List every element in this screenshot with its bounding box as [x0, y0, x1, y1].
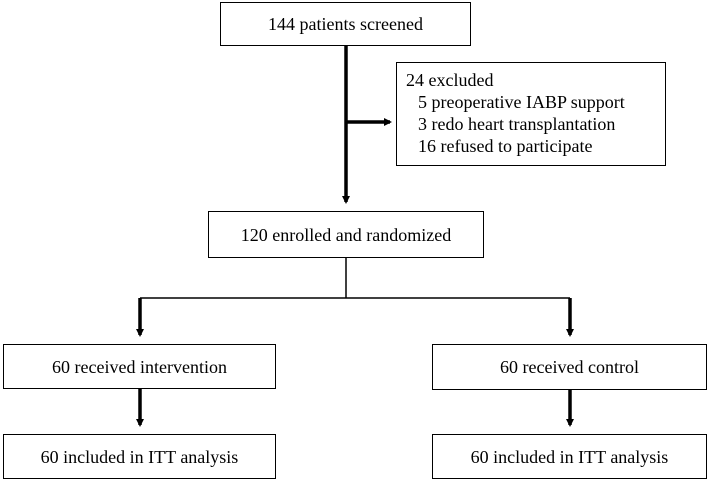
excluded-reason-iabp: 5 preoperative IABP support: [418, 92, 625, 112]
itt-control-label: 60 included in ITT analysis: [470, 446, 669, 467]
enrolled-box: 120 enrolled and randomized: [208, 211, 484, 258]
excluded-title: 24 excluded: [406, 70, 494, 90]
intervention-label: 60 received intervention: [52, 356, 227, 377]
control-label: 60 received control: [500, 357, 639, 377]
enrolled-label: 120 enrolled and randomized: [240, 224, 452, 245]
excluded-reason-refused: 16 refused to participate: [418, 136, 593, 156]
excluded-box: 24 excluded 5 preoperative IABP support …: [396, 62, 666, 166]
intervention-box: 60 received intervention: [3, 344, 276, 389]
itt-control-box: 60 included in ITT analysis: [432, 434, 707, 479]
itt-intervention-box: 60 included in ITT analysis: [3, 434, 276, 479]
screened-box: 144 patients screened: [220, 2, 471, 46]
screened-label: 144 patients screened: [268, 14, 423, 34]
control-box: 60 received control: [432, 344, 707, 390]
itt-intervention-label: 60 included in ITT analysis: [40, 446, 239, 467]
excluded-reason-redo: 3 redo heart transplantation: [418, 114, 616, 134]
